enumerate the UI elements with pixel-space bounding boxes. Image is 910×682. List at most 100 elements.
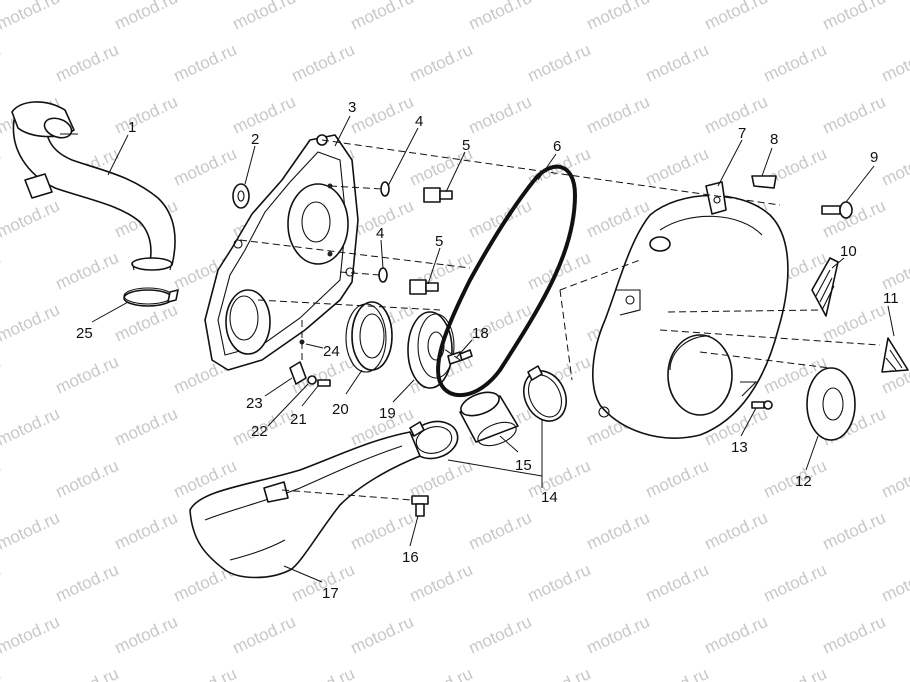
watermark-text: motod.ru <box>643 560 712 606</box>
part-11-warning-decal <box>881 337 909 373</box>
watermark-text: motod.ru <box>230 612 299 658</box>
watermark-text: motod.ru <box>466 612 535 658</box>
callout-labels: 1 2 3 4 4 5 5 6 7 8 9 10 11 12 13 14 15 … <box>76 99 899 602</box>
callout-16: 16 <box>402 549 419 566</box>
watermark-text: motod.ru <box>879 664 910 682</box>
watermark-text: motod.ru <box>0 40 3 86</box>
watermark-text: motod.ru <box>525 664 594 682</box>
watermark-text: motod.ru <box>584 0 653 34</box>
callout-4-upper: 4 <box>415 113 423 130</box>
watermark-text: motod.ru <box>112 508 181 554</box>
watermark-text: motod.ru <box>702 0 771 34</box>
part-10-label <box>811 257 839 317</box>
part-15-sleeve <box>459 391 519 447</box>
watermark-text: motod.ru <box>879 248 910 294</box>
part-12-cover-disc <box>806 367 856 441</box>
watermark-text: motod.ru <box>53 352 122 398</box>
watermark-text: motod.ru <box>0 508 62 554</box>
callout-24: 24 <box>323 343 340 360</box>
part-13-screw <box>751 400 773 410</box>
watermark-text: motod.ru <box>171 664 240 682</box>
part-17-exhaust-duct <box>189 431 421 579</box>
watermark-text: motod.ru <box>53 560 122 606</box>
watermark-text: motod.ru <box>230 92 299 138</box>
watermark-text: motod.ru <box>584 612 653 658</box>
watermark-text: motod.ru <box>879 40 910 86</box>
watermark-text: motod.ru <box>230 0 299 34</box>
watermark-text: motod.ru <box>112 404 181 450</box>
watermark-text: motod.ru <box>289 40 358 86</box>
watermark-text: motod.ru <box>407 40 476 86</box>
part-3-inner-cover <box>204 134 359 371</box>
watermark-text: motod.ru <box>348 92 417 138</box>
watermark-text: motod.ru <box>348 612 417 658</box>
watermark-text: motod.ru <box>702 508 771 554</box>
watermark-text: motod.ru <box>643 40 712 86</box>
callout-15: 15 <box>515 457 532 474</box>
part-20-seal <box>345 301 393 373</box>
callout-19: 19 <box>379 405 396 422</box>
part-9-screw <box>821 201 853 219</box>
callout-5-lower: 5 <box>435 233 443 250</box>
watermark-text: motod.ru <box>820 92 889 138</box>
part-22-nut <box>307 375 317 385</box>
watermark-text: motod.ru <box>289 664 358 682</box>
part-21-screw <box>317 379 331 387</box>
watermark-text: motod.ru <box>0 0 62 34</box>
watermark-text: motod.ru <box>407 664 476 682</box>
callout-3: 3 <box>348 99 356 116</box>
watermark-text: motod.ru <box>171 40 240 86</box>
part-6-drive-belt <box>436 164 578 398</box>
watermark-text: motod.ru <box>879 456 910 502</box>
watermark-text: motod.ru <box>348 0 417 34</box>
watermark-text: motod.ru <box>761 664 830 682</box>
part-1-intake-duct <box>11 101 176 271</box>
watermark-text: motod.ru <box>0 456 3 502</box>
callout-9: 9 <box>870 149 878 166</box>
callout-10: 10 <box>840 243 857 260</box>
callout-2: 2 <box>251 131 259 148</box>
part-5-bolt-lower <box>409 279 439 295</box>
callout-11: 11 <box>883 290 899 307</box>
callout-5-upper: 5 <box>462 137 470 154</box>
part-4-washer-lower <box>378 267 388 283</box>
part-8-decal <box>751 175 777 189</box>
watermark-text: motod.ru <box>171 144 240 190</box>
callout-4-lower: 4 <box>376 225 384 242</box>
watermark-text: motod.ru <box>466 196 535 242</box>
watermark-text: motod.ru <box>643 456 712 502</box>
watermark-text: motod.ru <box>466 0 535 34</box>
callout-21: 21 <box>290 411 307 428</box>
part-14-clamp-lower <box>409 420 459 460</box>
watermark-text: motod.ru <box>0 248 3 294</box>
part-18-screw <box>447 349 473 365</box>
watermark-text: motod.ru <box>525 40 594 86</box>
watermark-text: motod.ru <box>112 92 181 138</box>
part-4-washer-upper <box>380 181 390 197</box>
watermark-text: motod.ru <box>761 40 830 86</box>
part-25-hose-clamp <box>123 287 179 307</box>
watermark-text: motod.ru <box>643 664 712 682</box>
watermark-text: motod.ru <box>112 612 181 658</box>
callout-6: 6 <box>553 138 561 155</box>
watermark-text: motod.ru <box>53 664 122 682</box>
watermark-text: motod.ru <box>0 560 3 606</box>
part-23-bracket <box>289 361 307 385</box>
leader-lines <box>60 115 895 583</box>
watermark-text: motod.ru <box>0 196 62 242</box>
watermark-text: motod.ru <box>525 456 594 502</box>
watermark-text: motod.ru <box>820 612 889 658</box>
part-2-washer <box>232 183 250 209</box>
watermark-text: motod.ru <box>525 560 594 606</box>
callout-25: 25 <box>76 325 93 342</box>
callout-13: 13 <box>731 439 748 456</box>
watermark-text: motod.ru <box>879 144 910 190</box>
watermark-text: motod.ru <box>466 508 535 554</box>
assembly-lines <box>239 139 881 501</box>
watermark-text: motod.ru <box>643 144 712 190</box>
watermark-text: motod.ru <box>112 300 181 346</box>
callout-14: 14 <box>541 489 558 506</box>
watermark-text: motod.ru <box>702 92 771 138</box>
watermark-text: motod.ru <box>584 92 653 138</box>
